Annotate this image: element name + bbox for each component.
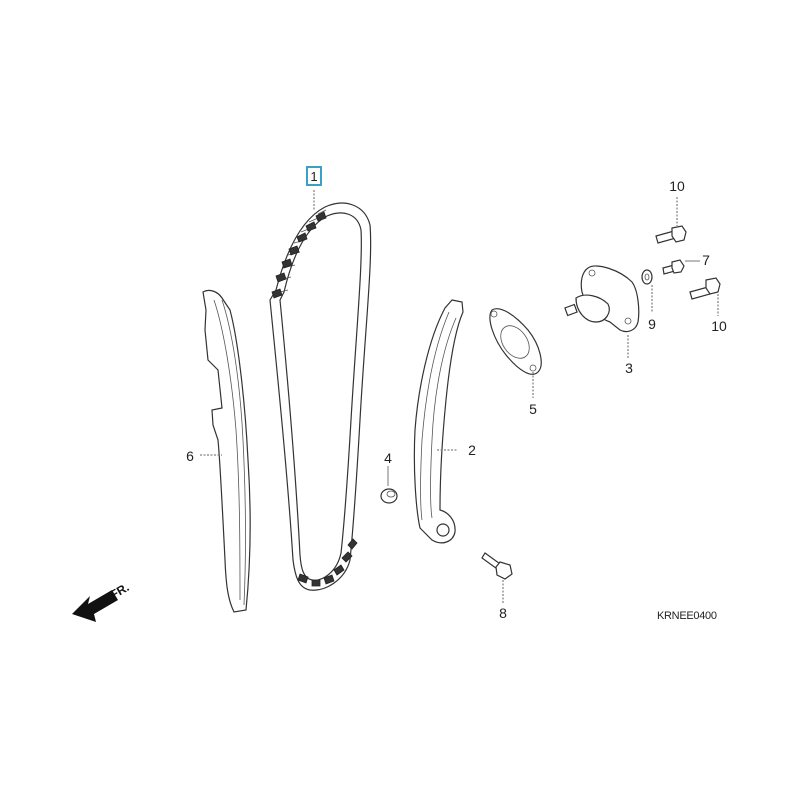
front-direction-arrow-icon	[72, 590, 118, 622]
collar-part-4[interactable]	[380, 466, 398, 504]
callout-label-10-top[interactable]: 10	[669, 178, 685, 194]
callout-label-5[interactable]: 5	[529, 401, 537, 417]
tensioner-lifter-part-3[interactable]	[564, 265, 640, 358]
callout-label-6[interactable]: 6	[186, 448, 194, 464]
callout-label-4[interactable]: 4	[384, 450, 392, 466]
callout-label-9[interactable]: 9	[648, 316, 656, 332]
flange-bolt-part-10-top[interactable]	[655, 197, 687, 244]
bolt-part-7[interactable]	[662, 259, 700, 275]
diagram-code: KRNEE0400	[657, 610, 717, 622]
callout-label-10-bottom[interactable]: 10	[711, 318, 727, 334]
washer-part-9[interactable]	[641, 269, 653, 312]
callout-label-1: 1	[310, 168, 318, 184]
flange-bolt-part-8[interactable]	[481, 552, 513, 603]
tensioner-slipper-part-2[interactable]	[413, 299, 464, 544]
flange-bolt-part-10-bottom[interactable]	[689, 277, 721, 316]
callout-label-8[interactable]: 8	[499, 605, 507, 621]
cam-chain-part-1[interactable]	[269, 190, 372, 591]
callout-label-3[interactable]: 3	[625, 360, 633, 376]
callout-label-2[interactable]: 2	[468, 442, 476, 458]
chain-guide-part-6[interactable]	[200, 289, 251, 613]
callout-part-1-highlighted[interactable]: 1	[306, 166, 322, 186]
gasket-part-5[interactable]	[489, 308, 542, 398]
callout-label-7[interactable]: 7	[702, 252, 710, 268]
